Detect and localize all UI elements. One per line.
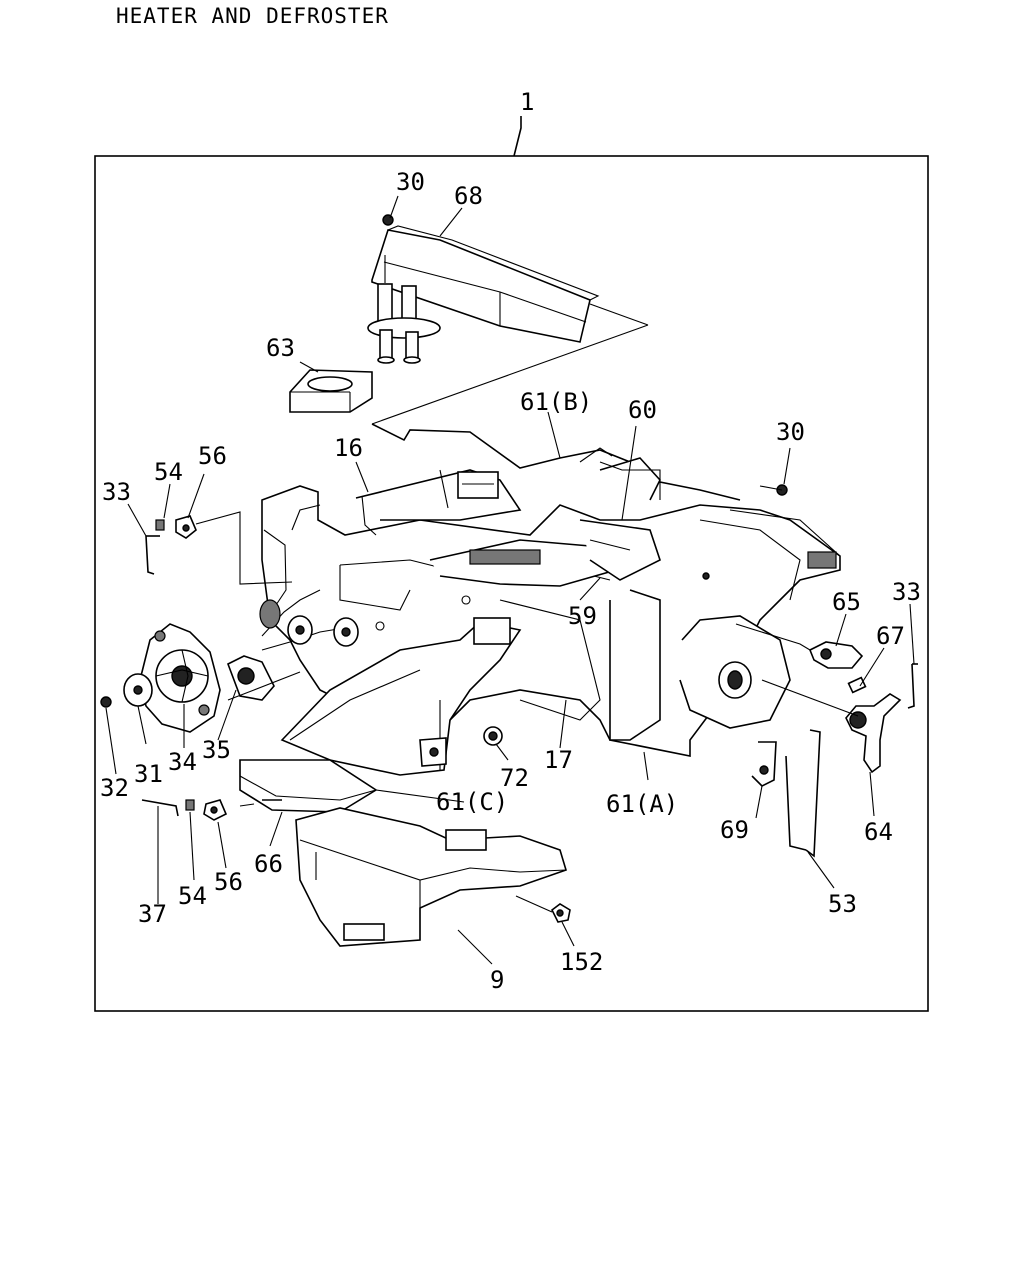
- part-66-filter-panel: [239, 759, 378, 813]
- right-mode-lever-assembly: [735, 623, 902, 774]
- callout-16: 16: [334, 434, 363, 462]
- callout-59: 59: [568, 602, 597, 630]
- part-9-lower-case: [295, 807, 567, 947]
- callout-61a: 61(A): [606, 790, 678, 818]
- callout-63: 63: [266, 334, 295, 362]
- callout-30-top: 30: [396, 168, 425, 196]
- callout-54-bottom: 54: [178, 882, 207, 910]
- callout-37: 37: [138, 900, 167, 928]
- callout-61b: 61(B): [520, 388, 592, 416]
- callout-9: 9: [490, 966, 504, 994]
- callout-53: 53: [828, 890, 857, 918]
- callout-65: 65: [832, 588, 861, 616]
- callout-33-left: 33: [102, 478, 131, 506]
- callout-67: 67: [876, 622, 905, 650]
- page-title: HEATER AND DEFROSTER: [116, 4, 389, 28]
- part-63-seal-pad: [289, 369, 373, 413]
- callout-152: 152: [560, 948, 603, 976]
- callout-69: 69: [720, 816, 749, 844]
- clips-and-rods: [141, 214, 918, 923]
- callout-32: 32: [100, 774, 129, 802]
- callout-66: 66: [254, 850, 283, 878]
- callout-30-right: 30: [776, 418, 805, 446]
- callout-33-right: 33: [892, 578, 921, 606]
- callout-labels: 1 30 68 63 61(B) 60 30 16 54 56 33 59 65…: [100, 88, 921, 994]
- callout-64: 64: [864, 818, 893, 846]
- callout-31: 31: [134, 760, 163, 788]
- leader-lines: [105, 195, 915, 965]
- callout-1: 1: [520, 88, 534, 116]
- part-68-defroster-nozzle: [367, 225, 649, 425]
- callout-35: 35: [202, 736, 231, 764]
- callout-54-top: 54: [154, 458, 183, 486]
- callout-68: 68: [454, 182, 483, 210]
- blower-motor-assembly: [100, 589, 359, 733]
- callout-56-bottom: 56: [214, 868, 243, 896]
- part-61c-lower-duct: [280, 617, 522, 776]
- callout-34: 34: [168, 748, 197, 776]
- callout-72: 72: [500, 764, 529, 792]
- callout-56-top: 56: [198, 442, 227, 470]
- callout-61c: 61(C): [436, 788, 508, 816]
- callout-60: 60: [628, 396, 657, 424]
- assembly-frame: [94, 116, 929, 1012]
- callout-17: 17: [544, 746, 573, 774]
